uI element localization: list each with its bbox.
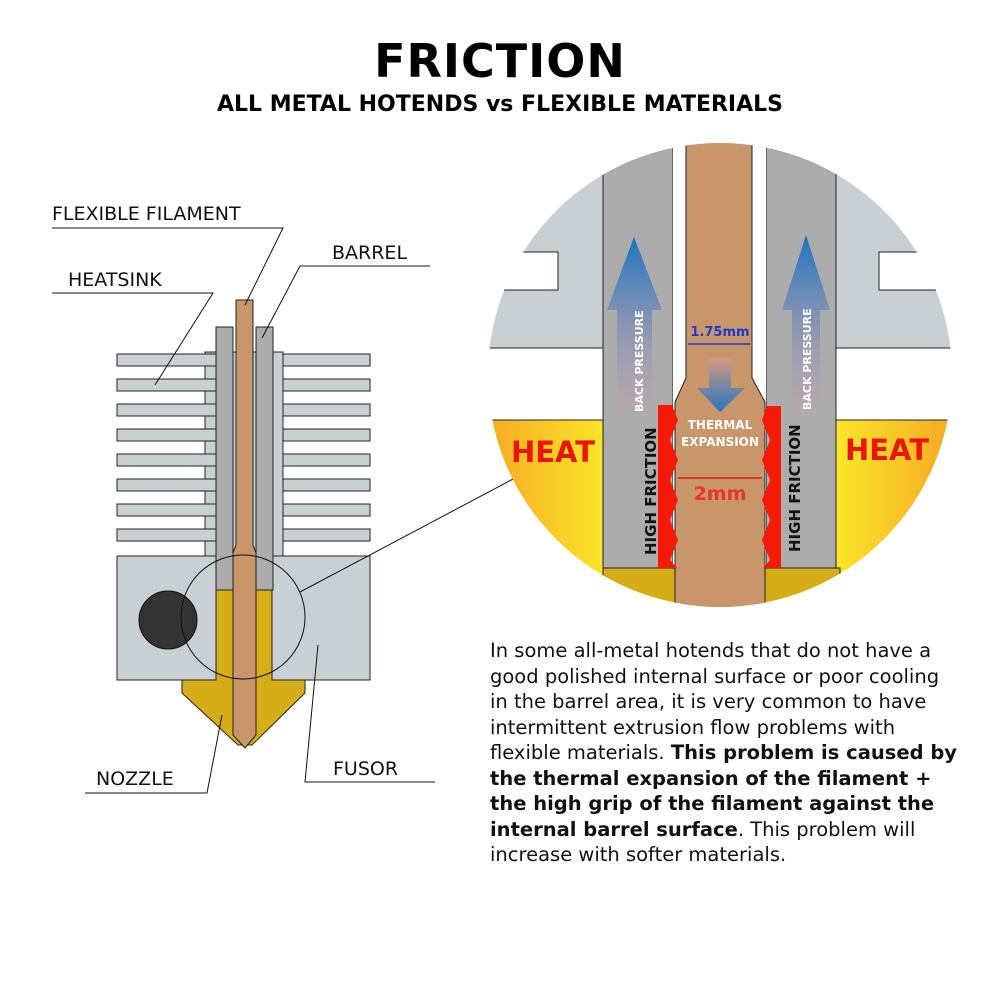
description-text: In some all-metal hotends that do not ha…	[490, 638, 960, 868]
friction-teeth-left	[658, 405, 678, 568]
heat-right: HEAT	[845, 433, 929, 467]
label-barrel: BARREL	[332, 242, 407, 264]
filament	[232, 299, 257, 749]
thermal-text-1: THERMAL	[688, 418, 753, 432]
heatsink-fin	[116, 453, 217, 467]
heatsink-fin	[116, 478, 217, 492]
heatsink-fin	[282, 453, 371, 467]
dim-1-75mm: 1.75mm	[690, 325, 749, 340]
leader-lines	[52, 227, 435, 794]
heatsink-fin	[116, 353, 217, 367]
label-nozzle: NOZZLE	[96, 768, 174, 790]
label-fusor: FUSOR	[333, 758, 398, 780]
back-pressure-left: BACK PRESSURE	[633, 310, 646, 412]
heatsink-fin	[282, 528, 371, 542]
label-flexible-filament: FLEXIBLE FILAMENT	[52, 203, 241, 225]
thermal-text-2: EXPANSION	[681, 435, 759, 449]
heatsink-fin	[116, 403, 217, 417]
page-title: FRICTION	[374, 34, 626, 88]
detail-view: 1.75mm 2mm THERMAL EXPANSION HEAT HEAT B…	[488, 143, 952, 607]
barrel-left-wall	[215, 326, 234, 591]
heat-left: HEAT	[511, 435, 595, 469]
heatsink-fin	[282, 353, 371, 367]
barrel-right-wall	[255, 326, 274, 591]
high-friction-left: HIGH FRICTION	[642, 427, 660, 555]
heatsink-fin	[282, 428, 371, 442]
heatsink-fin	[116, 378, 217, 392]
heater-cartridge	[138, 590, 198, 650]
magnify-circle	[180, 554, 306, 680]
description-outro: . This problem will increase with softer…	[490, 817, 916, 867]
page-subtitle: ALL METAL HOTENDS vs FLEXIBLE MATERIALS	[216, 92, 784, 117]
description-intro: In some all-metal hotends that do not ha…	[490, 639, 940, 764]
heatsink-fin	[282, 378, 371, 392]
back-pressure-arrow-left	[607, 237, 662, 410]
dim-2mm: 2mm	[694, 483, 747, 505]
heatsink-fin	[116, 503, 217, 517]
back-pressure-arrow-right	[782, 235, 830, 410]
high-friction-right: HIGH FRICTION	[786, 424, 804, 552]
heatsink-fin	[282, 403, 371, 417]
heatsink-fin	[282, 503, 371, 517]
label-heatsink: HEATSINK	[68, 269, 162, 291]
heatsink-fin	[282, 478, 371, 492]
description-bold: This problem is caused by the thermal ex…	[490, 741, 957, 841]
heatsink-fin	[116, 428, 217, 442]
magnify-leader	[299, 477, 516, 593]
friction-teeth-right	[762, 406, 781, 568]
thermal-expansion-arrow	[697, 358, 745, 412]
heatsink-fin	[116, 528, 217, 542]
back-pressure-right: BACK PRESSURE	[801, 308, 814, 410]
